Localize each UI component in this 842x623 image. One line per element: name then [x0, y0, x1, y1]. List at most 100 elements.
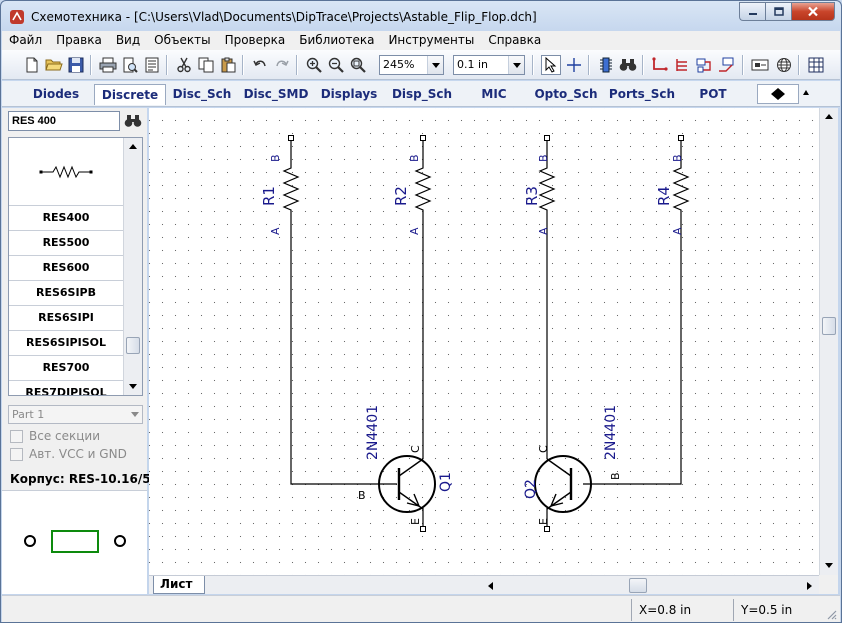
place-wire-button[interactable] — [650, 55, 670, 75]
open-file-button[interactable] — [44, 55, 64, 75]
list-item[interactable]: RES400 — [9, 206, 123, 231]
tab-pot[interactable]: POT — [699, 87, 727, 101]
list-item[interactable]: RES6SIPI — [9, 306, 123, 331]
menu-objects[interactable]: Объекты — [154, 33, 211, 47]
menu-tools[interactable]: Инструменты — [388, 33, 475, 47]
title-bar[interactable]: Схемотехника - [C:\Users\Vlad\Documents\… — [1, 1, 841, 31]
resistor-r1[interactable]: B A R1 — [260, 135, 300, 236]
component-list-scrollbar[interactable] — [123, 138, 142, 395]
list-item[interactable]: RES6SIPB — [9, 281, 123, 306]
component-preview[interactable] — [9, 138, 123, 206]
resistor-r2[interactable]: B A R2 — [392, 135, 432, 236]
select-tool-button[interactable] — [541, 55, 561, 75]
part-select[interactable]: Part 1 — [8, 405, 143, 424]
grid-select[interactable]: 0.1 in — [453, 55, 525, 75]
scroll-down-button[interactable] — [820, 557, 838, 574]
sheet-tab[interactable]: Лист 1 — [153, 576, 205, 608]
canvas-horizontal-scrollbar[interactable] — [482, 577, 819, 594]
maximize-button[interactable] — [765, 2, 791, 21]
place-bus-button[interactable] — [672, 55, 692, 75]
part-dropdown-button[interactable] — [127, 406, 142, 423]
zoom-fit-icon — [350, 57, 366, 73]
library-menu-button[interactable] — [803, 90, 809, 95]
3d-preview-button[interactable] — [774, 55, 794, 75]
copy-button[interactable] — [196, 55, 216, 75]
net-label-icon — [719, 57, 734, 72]
resize-grip-icon[interactable] — [825, 608, 837, 620]
list-item[interactable]: RES500 — [9, 231, 123, 256]
convert-to-pcb-button[interactable] — [750, 55, 770, 75]
tab-disc-smd[interactable]: Disc_SMD — [243, 87, 309, 101]
menu-verification[interactable]: Проверка — [224, 33, 286, 47]
save-button[interactable] — [66, 55, 86, 75]
tab-mic[interactable]: MIC — [481, 87, 507, 101]
scroll-left-button[interactable] — [482, 577, 499, 594]
new-file-button[interactable] — [22, 55, 42, 75]
scroll-right-button[interactable] — [801, 577, 818, 594]
place-component-button[interactable] — [596, 55, 616, 75]
scroll-down-button[interactable] — [124, 378, 142, 395]
tab-disc-sch[interactable]: Disc_Sch — [172, 87, 232, 101]
tab-ports-sch[interactable]: Ports_Sch — [608, 87, 676, 101]
menu-help[interactable]: Справка — [488, 33, 542, 47]
list-item[interactable]: RES7DIPISOL — [9, 381, 123, 395]
checkbox-box[interactable] — [10, 447, 23, 461]
menu-file[interactable]: Файл — [9, 33, 43, 47]
wire[interactable] — [583, 224, 682, 485]
scroll-up-button[interactable] — [820, 108, 838, 125]
list-item[interactable]: RES700 — [9, 356, 123, 381]
tab-displays[interactable]: Displays — [320, 87, 378, 101]
redo-button[interactable] — [272, 55, 292, 75]
crosshair-tool-button[interactable] — [564, 55, 584, 75]
tab-opto-sch[interactable]: Opto_Sch — [534, 87, 598, 101]
component-list[interactable]: RES400 RES500 RES600 RES6SIPB RES6SIPI R… — [8, 137, 143, 396]
scroll-thumb[interactable] — [822, 317, 836, 335]
close-button[interactable] — [791, 2, 835, 21]
list-item[interactable]: RES6SIPISOL — [9, 331, 123, 356]
grid-dropdown-button[interactable] — [508, 56, 524, 74]
resistor-r3[interactable]: B A R3 — [523, 135, 556, 236]
tab-disp-sch[interactable]: Disp_Sch — [391, 87, 453, 101]
tab-discrete[interactable]: Discrete — [94, 84, 166, 105]
transistor-q2[interactable]: B C E 2N4401 Q2 — [523, 405, 622, 532]
find-component-button[interactable] — [618, 55, 638, 75]
menu-library[interactable]: Библиотека — [299, 33, 375, 47]
schematic-canvas[interactable]: B A R1 B A R2 B A R3 — [149, 108, 819, 575]
tab-diodes[interactable]: Diodes — [32, 87, 80, 101]
zoom-in-button[interactable] — [304, 55, 324, 75]
scroll-thumb[interactable] — [126, 337, 140, 354]
zoom-dropdown-button[interactable] — [427, 56, 443, 74]
net-port-button[interactable] — [694, 55, 714, 75]
print-button[interactable] — [98, 55, 118, 75]
print-preview-button[interactable] — [120, 55, 140, 75]
minimize-button[interactable] — [739, 2, 765, 21]
resistor-r4[interactable]: B A R4 — [655, 135, 690, 236]
tab-scroll-right-button[interactable] — [778, 85, 798, 103]
table-button[interactable] — [806, 55, 826, 75]
checkbox-box[interactable] — [10, 429, 23, 443]
undo-button[interactable] — [250, 55, 270, 75]
properties-button[interactable] — [142, 55, 162, 75]
menu-view[interactable]: Вид — [115, 33, 141, 47]
toolbar-separator — [296, 55, 298, 75]
transistor-q1[interactable]: B C E 2N4401 Q1 — [358, 405, 454, 532]
auto-vcc-gnd-checkbox[interactable]: Авт. VCC и GND — [10, 446, 127, 462]
net-label-button[interactable] — [716, 55, 736, 75]
scroll-thumb[interactable] — [629, 578, 647, 593]
wire[interactable] — [290, 224, 397, 485]
menu-edit[interactable]: Правка — [56, 33, 102, 47]
component-search-input[interactable] — [8, 111, 120, 131]
zoom-out-button[interactable] — [326, 55, 346, 75]
list-item[interactable]: RES600 — [9, 256, 123, 281]
paste-button[interactable] — [218, 55, 238, 75]
tab-scroll-left-button[interactable] — [758, 85, 778, 103]
component-search-button[interactable] — [123, 111, 143, 131]
schematic-drawing[interactable]: B A R1 B A R2 B A R3 — [149, 108, 819, 575]
app-icon[interactable] — [9, 9, 25, 25]
all-sections-checkbox[interactable]: Все секции — [10, 428, 100, 444]
zoom-fit-button[interactable] — [348, 55, 368, 75]
zoom-select[interactable]: 245% — [379, 55, 444, 75]
scroll-up-button[interactable] — [124, 138, 142, 155]
canvas-vertical-scrollbar[interactable] — [819, 108, 838, 575]
cut-button[interactable] — [174, 55, 194, 75]
